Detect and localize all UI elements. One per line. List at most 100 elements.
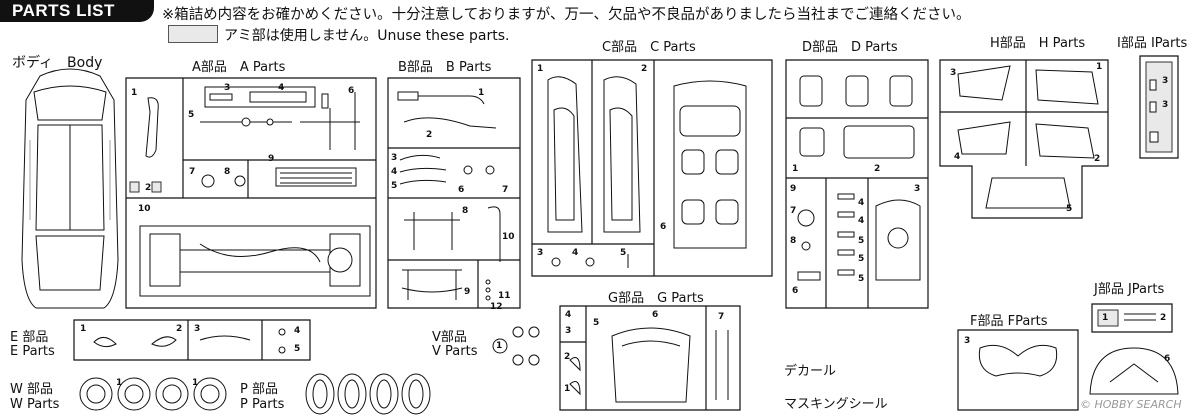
part-number: 4 [858, 216, 865, 226]
decal-label: デカール [784, 364, 837, 379]
unuse-swatch [168, 25, 218, 43]
part-number: 5 [188, 110, 195, 120]
part-number: 3 [537, 248, 544, 258]
label-w-parts-en: W Parts [10, 397, 60, 412]
watermark: © HOBBY SEARCH [1080, 398, 1182, 411]
part-number: 2 [1160, 313, 1167, 323]
j-parts-frame [1091, 303, 1173, 333]
part-number: 5 [1066, 204, 1073, 214]
part-number: 4 [565, 310, 572, 320]
part-number: 6 [660, 222, 667, 232]
label-w-parts: W 部品 [10, 382, 53, 397]
label-e-parts: E 部品 [10, 330, 49, 345]
part-number: 9 [464, 287, 471, 297]
i-parts-frame [1139, 55, 1179, 159]
h-parts-frame [939, 59, 1109, 219]
part-number: 6 [348, 86, 355, 96]
part-number: 4 [278, 83, 285, 93]
part-number: 12 [490, 302, 503, 312]
label-body: ボディ Body [12, 55, 103, 71]
part-number: 4 [572, 248, 579, 258]
part-number: 2 [145, 183, 152, 193]
parts-list-title [0, 0, 154, 22]
part-number: 4 [954, 152, 961, 162]
label-j-parts: J部品 JParts [1094, 282, 1165, 297]
label-a-parts: A部品 A Parts [192, 60, 286, 75]
part-number: 1 [80, 324, 87, 334]
part-number: 3 [914, 184, 921, 194]
e-parts-frame [73, 319, 311, 361]
part-number: 1 [1102, 313, 1109, 323]
label-d-parts: D部品 D Parts [802, 40, 898, 55]
f-parts-frame [957, 329, 1179, 411]
part-number: 3 [1162, 76, 1169, 86]
part-number: 2 [874, 164, 881, 174]
part-number: 2 [426, 130, 433, 140]
b-parts-frame [387, 77, 521, 309]
part-number: 1 [496, 341, 503, 351]
unuse-note: アミ部は使用しません。Unuse these parts. [224, 28, 510, 44]
c-parts-frame [531, 59, 773, 277]
part-number: 6 [652, 310, 659, 320]
label-p-parts: P 部品 [240, 382, 278, 397]
d-parts-frame [785, 59, 929, 309]
part-number: 9 [268, 154, 275, 164]
part-number: 3 [565, 326, 572, 336]
part-number: 5 [294, 344, 301, 354]
part-number: 1 [192, 378, 199, 388]
part-number: 8 [224, 167, 231, 177]
part-number: 6 [458, 185, 465, 195]
part-number: 3 [964, 336, 971, 346]
part-number: 3 [194, 324, 201, 334]
masking-label: マスキングシール [784, 397, 888, 412]
part-number: 4 [858, 198, 865, 208]
part-number: 7 [718, 312, 725, 322]
part-number: 1 [116, 378, 123, 388]
label-g-parts: G部品 G Parts [608, 291, 704, 306]
part-number: 1 [131, 88, 138, 98]
part-number: 4 [391, 167, 398, 177]
a-parts-frame [125, 77, 377, 309]
label-b-parts: B部品 B Parts [398, 60, 492, 75]
part-number: 9 [790, 184, 797, 194]
notice-text: ※箱詰め内容をお確かめください。十分注意しておりますが、万一、欠品や不良品があり… [162, 7, 971, 23]
part-number: 2 [176, 324, 183, 334]
part-number: 10 [138, 204, 151, 214]
v-parts-rings [492, 326, 540, 366]
w-parts-wheels [79, 377, 227, 411]
label-i-parts: I部品 IParts [1117, 36, 1188, 51]
part-number: 5 [593, 318, 600, 328]
part-number: 11 [498, 291, 511, 301]
p-parts-tires [305, 373, 431, 415]
part-number: 5 [620, 248, 627, 258]
part-number: 2 [1094, 154, 1101, 164]
part-number: 7 [502, 185, 509, 195]
part-number: 8 [790, 236, 797, 246]
part-number: 7 [790, 206, 797, 216]
label-e-parts-en: E Parts [10, 344, 55, 359]
part-number: 2 [641, 64, 648, 74]
part-number: 1 [1096, 62, 1103, 72]
part-number: 3 [1162, 100, 1169, 110]
part-number: 3 [950, 68, 957, 78]
label-c-parts: C部品 C Parts [602, 40, 696, 55]
part-number: 1 [478, 88, 485, 98]
part-number: 1 [564, 384, 571, 394]
part-number: 8 [462, 206, 469, 216]
part-number: 2 [564, 352, 571, 362]
part-number: 1 [537, 64, 544, 74]
body-car-outline [21, 68, 119, 309]
part-number: 1 [792, 164, 799, 174]
part-number: 7 [189, 167, 196, 177]
label-h-parts: H部品 H Parts [990, 36, 1086, 51]
part-number: 10 [502, 232, 515, 242]
part-number: 6 [792, 286, 799, 296]
label-v-parts-en: V Parts [432, 344, 478, 359]
label-p-parts-en: P Parts [240, 397, 285, 412]
part-number: 5 [391, 181, 398, 191]
part-number: 6 [1164, 354, 1171, 364]
label-v-parts: V部品 [432, 330, 467, 345]
label-f-parts: F部品 FParts [970, 314, 1048, 329]
part-number: 3 [224, 83, 231, 93]
